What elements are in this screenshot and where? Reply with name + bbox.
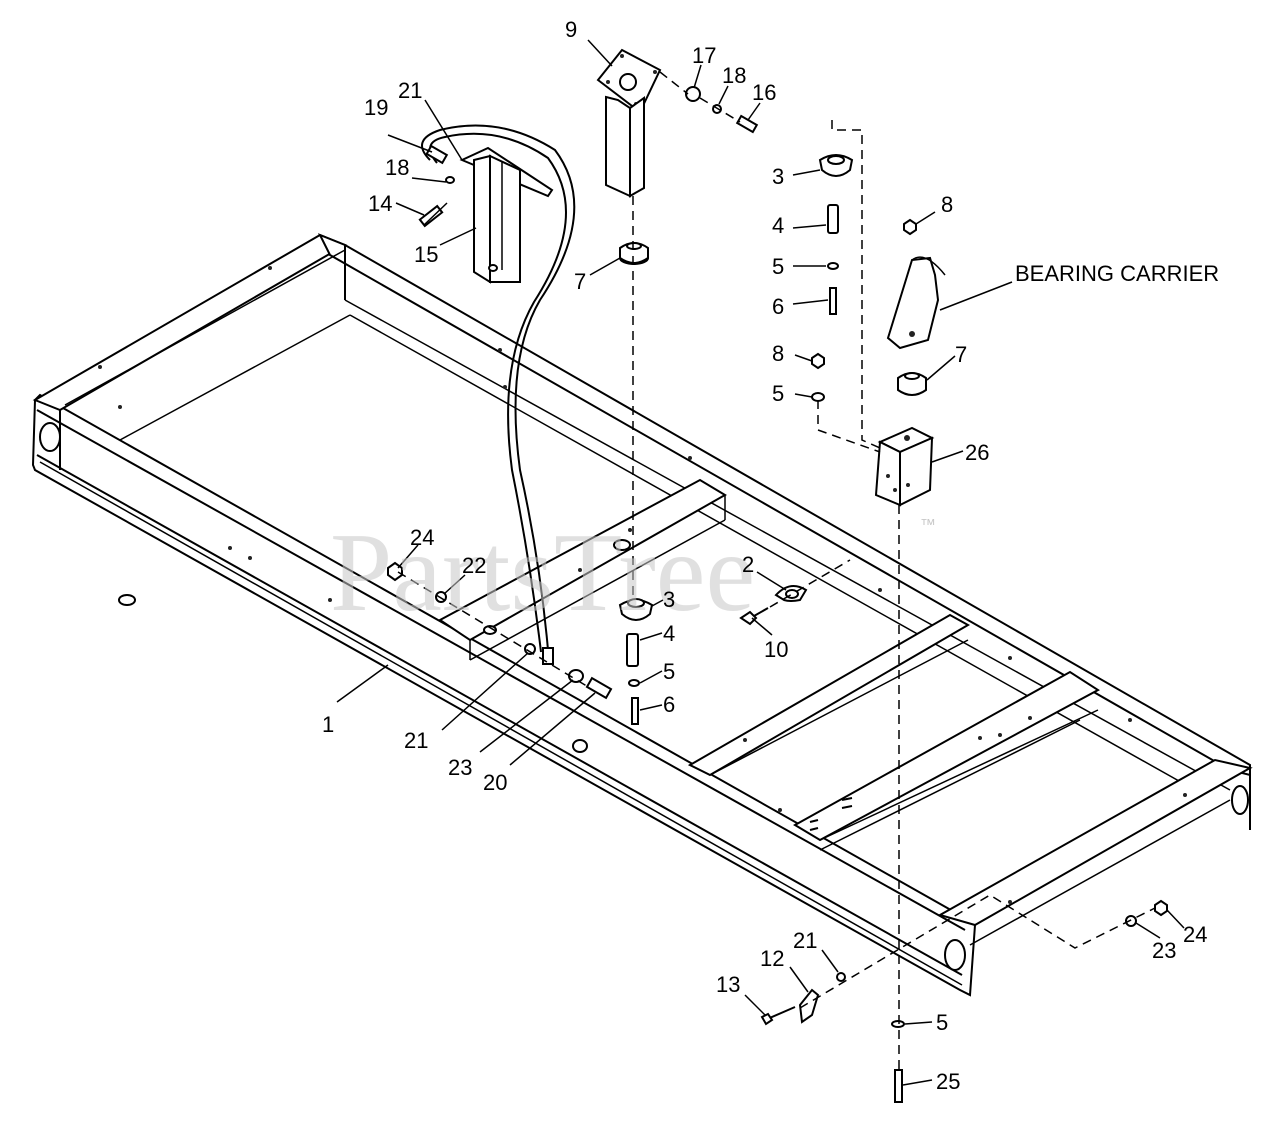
part-4-spacer-upper xyxy=(827,204,839,234)
label-5-lower: 5 xyxy=(663,659,675,684)
bearing-carrier xyxy=(886,256,946,350)
label-5-mid: 5 xyxy=(772,381,784,406)
part-5-washer-b xyxy=(811,392,825,402)
label-17: 17 xyxy=(692,43,716,68)
label-2: 2 xyxy=(742,552,754,577)
label-13: 13 xyxy=(716,972,740,997)
part-12-clip xyxy=(798,988,820,1024)
part-21-washer-bottom xyxy=(836,972,846,982)
label-12: 12 xyxy=(760,946,784,971)
part-9-bracket xyxy=(596,48,662,198)
label-19: 19 xyxy=(364,95,388,120)
label-23-right: 23 xyxy=(1152,938,1176,963)
label-25: 25 xyxy=(936,1069,960,1094)
label-21-bottom: 21 xyxy=(793,928,817,953)
label-7-upper: 7 xyxy=(574,269,586,294)
label-7-right: 7 xyxy=(955,342,967,367)
part-13-screw xyxy=(760,1006,796,1026)
part-4-spacer-lower xyxy=(626,633,639,667)
part-20-bolt xyxy=(585,676,613,700)
part-26-block xyxy=(874,426,935,507)
part-7-mount-right xyxy=(897,372,927,396)
part-5-washer-d xyxy=(891,1020,905,1028)
part-3-isolator-upper xyxy=(818,154,854,177)
label-5-upper: 5 xyxy=(772,254,784,279)
callout-labels: 9 17 18 16 21 19 18 14 15 3 4 5 6 8 5 8 … xyxy=(322,17,1219,1094)
label-18-top: 18 xyxy=(722,63,746,88)
label-3-lower: 3 xyxy=(663,587,675,612)
part-25-bolt xyxy=(894,1069,903,1103)
label-18-left: 18 xyxy=(385,155,409,180)
part-3-isolator-lower xyxy=(618,598,654,621)
part-10-screw xyxy=(739,607,769,626)
label-24-right: 24 xyxy=(1183,922,1207,947)
label-24-left: 24 xyxy=(410,525,434,550)
main-frame xyxy=(31,233,1253,997)
label-16: 16 xyxy=(752,80,776,105)
part-15-bracket xyxy=(459,146,554,284)
label-1: 1 xyxy=(322,712,334,737)
label-5-bottom: 5 xyxy=(936,1010,948,1035)
label-21-top: 21 xyxy=(398,78,422,103)
part-6-bolt-upper xyxy=(829,287,837,315)
part-17-washer xyxy=(685,86,701,102)
part-23-washer-right xyxy=(1125,915,1137,927)
label-21-mid: 21 xyxy=(404,728,428,753)
label-10: 10 xyxy=(764,637,788,662)
label-4-lower: 4 xyxy=(663,621,675,646)
part-18-washer-left xyxy=(445,176,455,184)
part-14-screw xyxy=(418,202,448,228)
watermark-trademark: ™ xyxy=(920,517,936,534)
label-14: 14 xyxy=(368,191,392,216)
part-5-washer-c xyxy=(628,679,640,687)
label-bearing-carrier: BEARING CARRIER xyxy=(1015,261,1219,286)
watermark-text: PartsTree xyxy=(330,511,755,635)
label-23-mid: 23 xyxy=(448,755,472,780)
part-19-cable xyxy=(421,124,576,665)
part-21-washer-mid xyxy=(524,643,536,655)
part-6-bolt-lower xyxy=(631,697,639,725)
assembly-dashed-lines xyxy=(397,71,1156,1070)
part-7-mount-upper xyxy=(619,242,649,265)
label-4-upper: 4 xyxy=(772,213,784,238)
part-8-nut-upper xyxy=(903,218,917,236)
part-24-nut-right xyxy=(1154,899,1168,917)
part-8-nut-lower xyxy=(811,352,825,370)
leader-lines xyxy=(336,39,1185,1086)
label-6-upper: 6 xyxy=(772,294,784,319)
label-15: 15 xyxy=(414,242,438,267)
label-26: 26 xyxy=(965,440,989,465)
part-16-bolt xyxy=(735,114,759,134)
label-6-lower: 6 xyxy=(663,692,675,717)
label-8-lower: 8 xyxy=(772,341,784,366)
part-5-washer-a xyxy=(827,262,839,270)
label-8-upper: 8 xyxy=(941,192,953,217)
watermark: PartsTree ™ xyxy=(330,511,936,635)
label-22: 22 xyxy=(462,553,486,578)
label-9: 9 xyxy=(565,17,577,42)
label-20: 20 xyxy=(483,770,507,795)
label-3-upper: 3 xyxy=(772,164,784,189)
